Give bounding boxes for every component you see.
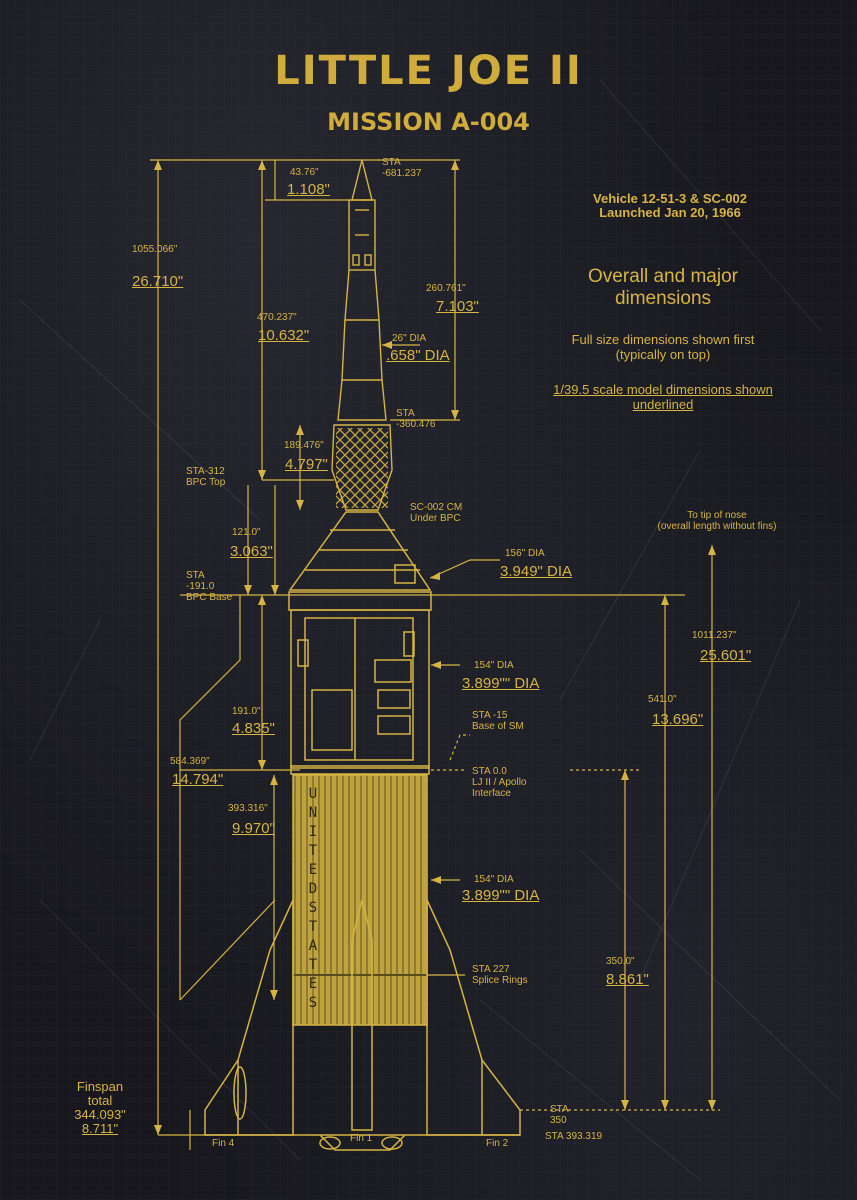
dim-470-237: 470.237" bbox=[257, 312, 297, 323]
sta-top-line2: -681.237 bbox=[382, 168, 422, 179]
sta350-line1: STA bbox=[550, 1104, 569, 1115]
dim-154-dia-a: 154" DIA bbox=[474, 660, 514, 671]
dim-1011-237: 1011.237" bbox=[692, 630, 737, 641]
dim-584-369: 584.369" bbox=[170, 756, 210, 767]
sc002-label: SC-002 CM Under BPC bbox=[410, 502, 462, 524]
dim-14-794: 14.794" bbox=[172, 771, 224, 788]
fin4-label: Fin 4 bbox=[212, 1138, 235, 1149]
dim-121-0: 121.0" bbox=[232, 527, 261, 538]
finspan-line2: total bbox=[87, 1093, 113, 1108]
rocket-outline bbox=[331, 159, 393, 511]
sta227-line2: Splice Rings bbox=[472, 975, 528, 986]
sta393-label: STA 393.319 bbox=[545, 1131, 603, 1142]
boost-protective-cover bbox=[288, 511, 432, 591]
sta191-label: STA -191.0 BPC Base bbox=[186, 570, 232, 603]
dim-3-949-dia: 3.949" DIA bbox=[500, 563, 573, 580]
dim-9-970: 9.970" bbox=[232, 820, 275, 837]
dim-350-0: 350.0" bbox=[606, 956, 635, 967]
dim-541-0: 541.0" bbox=[648, 694, 677, 705]
sta0-line3: Interface bbox=[472, 788, 511, 799]
dim-1055-066: 1055.066" bbox=[132, 244, 178, 255]
dim-4-797: 4.797" bbox=[285, 456, 328, 473]
finspan-line1: Finspan bbox=[76, 1079, 124, 1094]
sta227-label: STA 227 Splice Rings bbox=[472, 964, 528, 986]
tip-line1: To tip of nose bbox=[687, 510, 747, 521]
section-heading: Overall and major dimensions bbox=[588, 266, 738, 309]
dim-25-601: 25.601" bbox=[700, 647, 752, 664]
sta0-line2: LJ II / Apollo bbox=[472, 777, 527, 788]
interface-ring bbox=[290, 765, 430, 775]
sta312-line2: BPC Top bbox=[186, 477, 226, 488]
sta191-line1: STA bbox=[186, 570, 205, 581]
dim-393-316: 393.316" bbox=[228, 803, 268, 814]
dim-7-103: 7.103" bbox=[436, 298, 479, 315]
sta191-line3: BPC Base bbox=[186, 592, 233, 603]
dim-191-0: 191.0" bbox=[232, 706, 261, 717]
sta227-line1: STA 227 bbox=[472, 964, 510, 975]
tip-line2: (overall length without fins) bbox=[657, 521, 777, 532]
tip-of-nose-label: To tip of nose (overall length without f… bbox=[632, 510, 802, 532]
sta312-label: STA-312 BPC Top bbox=[186, 466, 225, 488]
finspan-line3: 344.093" bbox=[74, 1107, 126, 1122]
sta191-line2: -191.0 bbox=[186, 581, 215, 592]
sta-top-line1: STA bbox=[382, 157, 401, 168]
scratch-texture bbox=[19, 79, 841, 1181]
vehicle-info: Vehicle 12-51-3 & SC-002 Launched Jan 20… bbox=[560, 192, 780, 220]
dim-658-dia: .658" DIA bbox=[386, 347, 450, 364]
poster-subtitle: MISSION A-004 bbox=[327, 108, 530, 136]
dim-13-696: 13.696" bbox=[652, 711, 704, 728]
sta0-line1: STA 0.0 bbox=[472, 766, 507, 777]
dim-3-899-dia-b: 3.899"" DIA bbox=[462, 887, 540, 904]
sc002-line1: SC-002 CM bbox=[410, 502, 463, 513]
service-module bbox=[290, 609, 430, 769]
dimension-lines bbox=[150, 159, 720, 1150]
dim-10-632: 10.632" bbox=[258, 327, 310, 344]
dim-260-761: 260.761" bbox=[426, 283, 466, 294]
booster-body bbox=[293, 775, 427, 1025]
sc002-line2: Under BPC bbox=[410, 513, 461, 524]
fin2-label: Fin 2 bbox=[486, 1138, 509, 1149]
booster-stencil: UNITED STATES bbox=[308, 786, 318, 1011]
vehicle-line-2: Launched Jan 20, 1966 bbox=[599, 205, 741, 220]
sta-mid-line2: -360.476 bbox=[396, 419, 436, 430]
note-full-size: Full size dimensions shown first (typica… bbox=[571, 332, 755, 362]
dimension-arrows bbox=[154, 160, 716, 1135]
escape-tower-truss bbox=[336, 428, 388, 508]
dim-4-835: 4.835" bbox=[232, 720, 275, 737]
dim-8-861: 8.861" bbox=[606, 971, 649, 988]
sta312-line1: STA-312 bbox=[186, 466, 225, 477]
fin1-label: Fin 1 bbox=[350, 1133, 373, 1144]
sta-mid-line1: STA bbox=[396, 408, 415, 419]
dim-154-dia-b: 154" DIA bbox=[474, 874, 514, 885]
sta0-label: STA 0.0 LJ II / Apollo Interface bbox=[472, 766, 526, 799]
dim-156-dia: 156" DIA bbox=[505, 548, 545, 559]
dim-43-76: 43.76" bbox=[290, 167, 319, 178]
note-scale-model: 1/39.5 scale model dimensions shown unde… bbox=[553, 382, 773, 412]
sta350-line2: 350 bbox=[550, 1115, 567, 1126]
dim-26-dia: 26" DIA bbox=[392, 333, 427, 344]
finspan-line4: 8.711" bbox=[81, 1121, 119, 1136]
dim-3-063: 3.063" bbox=[230, 543, 273, 560]
dim-26-710: 26.710" bbox=[132, 273, 184, 290]
dim-189-476: 189.476" bbox=[284, 440, 324, 451]
dim-1-108: 1.108" bbox=[287, 181, 330, 198]
poster-title: LITTLE JOE II bbox=[274, 48, 583, 94]
sta-top-label: STA -681.237 bbox=[382, 157, 421, 179]
sta15-line2: Base of SM bbox=[472, 721, 524, 732]
sta15-line1: STA -15 bbox=[472, 710, 508, 721]
vehicle-line-1: Vehicle 12-51-3 & SC-002 bbox=[593, 191, 747, 206]
dim-3-899-dia-a: 3.899"" DIA bbox=[462, 675, 540, 692]
sta15-label: STA -15 Base of SM bbox=[472, 710, 524, 732]
sta350-label: STA 350 bbox=[550, 1104, 569, 1126]
sta-mid-label: STA -360.476 bbox=[396, 408, 435, 430]
finspan-label: Finspan total 344.093" 8.711" bbox=[60, 1080, 140, 1136]
